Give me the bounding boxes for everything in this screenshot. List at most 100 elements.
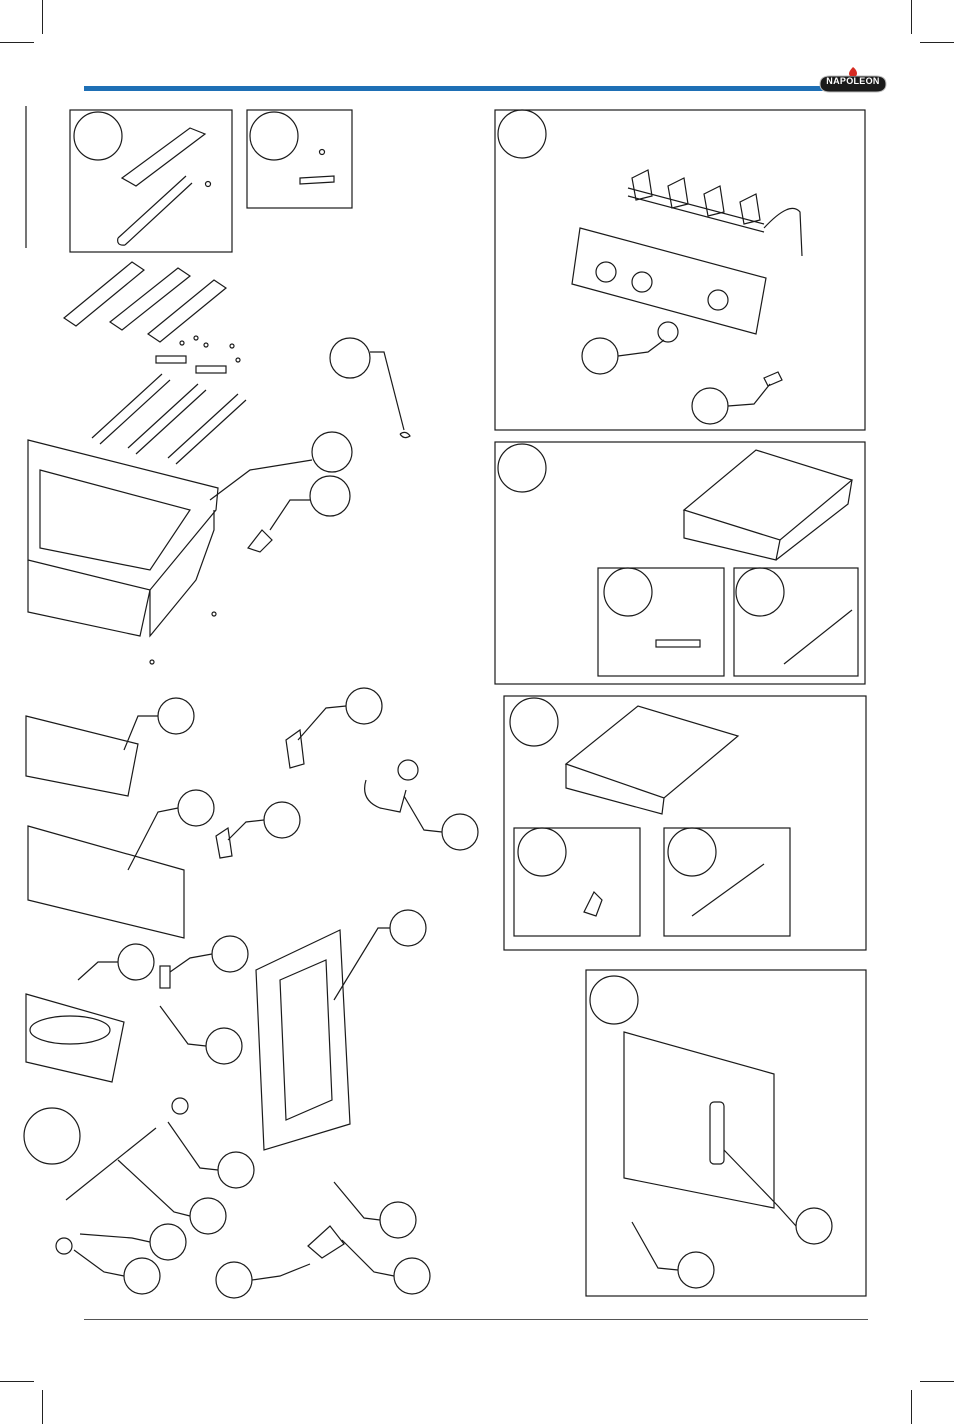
side-burner-lid-part (683, 510, 781, 561)
shelf-part (564, 705, 740, 799)
rod-part (783, 609, 853, 665)
crop-mark (920, 42, 954, 43)
screw-part (179, 340, 185, 346)
screw-part (318, 148, 326, 156)
leader-line (167, 1121, 219, 1171)
callout-circle (263, 801, 301, 839)
panel-part (27, 825, 185, 939)
leader-line (123, 715, 158, 751)
flame-icon (849, 67, 857, 76)
callout-circle (509, 697, 559, 747)
inset-box-side-burner (494, 441, 866, 685)
screw-part (235, 357, 241, 363)
callout-circle (581, 337, 619, 375)
burner-tube-part (117, 175, 193, 246)
bracket-part (247, 529, 273, 553)
screw-part (211, 611, 217, 617)
firebox-part (39, 469, 191, 571)
heat-shield-part (62, 261, 146, 327)
inset-box-handle (597, 567, 725, 677)
callout-circle (379, 1201, 417, 1239)
crop-mark (911, 1390, 912, 1424)
leader-line (403, 795, 443, 833)
callout-circle (171, 1097, 189, 1115)
valve-part (667, 177, 689, 209)
burner-tube-part (127, 383, 207, 455)
control-panel-part (571, 227, 767, 335)
header-bar (84, 86, 824, 91)
callout-circle (177, 789, 215, 827)
callout-circle (389, 909, 427, 947)
handle-part (655, 639, 701, 648)
callout-circle (441, 813, 479, 851)
firebox-part (27, 439, 219, 591)
footer-line (84, 1319, 868, 1320)
burner-tube-part (91, 373, 171, 445)
side-burner-lid-part (775, 479, 853, 561)
leader-line (169, 953, 213, 973)
leader-line (79, 1233, 151, 1243)
callout-circle (667, 827, 717, 877)
inset-box-control-panel (494, 109, 866, 431)
heat-shield-part (120, 127, 207, 187)
crop-mark (920, 1381, 954, 1382)
firebox-part (149, 510, 215, 638)
inset-box-burner (69, 109, 233, 253)
clip-part (159, 965, 171, 989)
callout-circle (215, 1261, 253, 1299)
shelf-part (565, 764, 665, 815)
door-part (623, 1031, 775, 1209)
cart-side-panel-part (255, 929, 351, 1151)
callout-circle (311, 431, 353, 473)
screw-part (203, 342, 209, 348)
leader-line (209, 459, 313, 501)
caster-part (55, 1237, 73, 1255)
leader-line (333, 1181, 381, 1221)
burner-tube-part (167, 393, 247, 465)
leader-line (227, 819, 265, 841)
inset-box-shelf (503, 695, 867, 951)
callout-circle (329, 337, 371, 379)
logo-shape (819, 67, 887, 93)
valve-part (631, 169, 653, 201)
leader-line (631, 1221, 679, 1271)
cart-side-panel-part (279, 959, 333, 1121)
crop-mark (911, 0, 912, 34)
inset-box-bracket (513, 827, 641, 937)
callout-circle (309, 475, 351, 517)
inset-box-bracket (246, 109, 353, 209)
leader-line (341, 1239, 395, 1277)
callout-circle (691, 387, 729, 425)
leader-line (727, 383, 771, 407)
leader-line (251, 1263, 311, 1281)
bracket-part (285, 728, 305, 769)
screw-part (204, 180, 212, 188)
regulator-part (397, 759, 419, 781)
knob-part (707, 289, 729, 311)
inset-box-door (585, 969, 867, 1297)
crop-mark (42, 1390, 43, 1424)
callout-circle (345, 687, 383, 725)
callout-circle (589, 975, 639, 1025)
leader-line (723, 1149, 797, 1227)
leader-line (117, 1159, 191, 1217)
inset-box-rod (733, 567, 859, 677)
leader-line (127, 807, 179, 871)
side-burner-part (25, 993, 125, 1083)
crop-mark (0, 1381, 34, 1382)
regulator-part (364, 779, 407, 813)
callout-circle (157, 697, 195, 735)
knob-part (631, 271, 653, 293)
bracket-part (299, 175, 335, 185)
callout-circle (393, 1257, 431, 1295)
callout-circle (217, 1151, 255, 1189)
firebox-part (27, 560, 151, 637)
leader-line (370, 351, 405, 431)
callout-circle (249, 111, 299, 161)
leader-line (617, 339, 665, 357)
valve-part (739, 193, 761, 225)
grate-part (23, 1107, 81, 1165)
heat-shield-part (108, 267, 192, 331)
manifold-part (627, 187, 765, 233)
